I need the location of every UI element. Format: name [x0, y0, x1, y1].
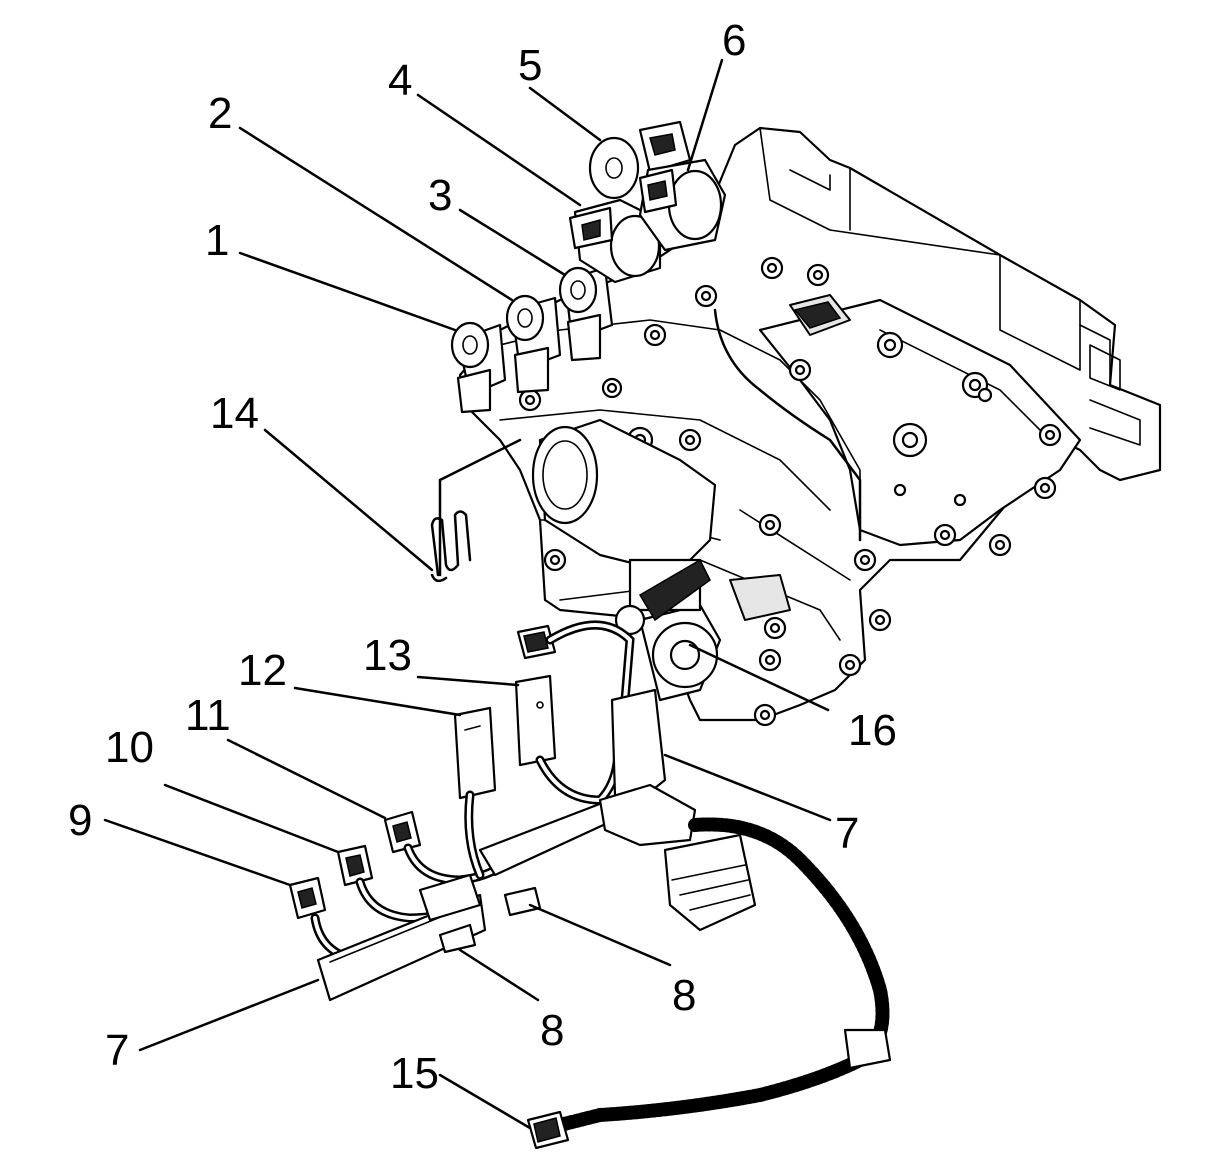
callout-16: 16 [848, 706, 897, 755]
callout-15: 15 [390, 1049, 439, 1098]
main-connector [663, 833, 757, 932]
callout-14: 14 [210, 389, 259, 438]
solenoid-16 [638, 574, 791, 702]
callout-3: 3 [428, 171, 452, 220]
bolt-holes [518, 256, 1062, 727]
leader-lines [103, 58, 832, 1130]
callout-6: 6 [722, 16, 746, 65]
callout-10: 10 [105, 723, 154, 772]
callout-8-left: 8 [540, 1006, 564, 1055]
solenoid-3 [558, 266, 614, 362]
connector-12 [453, 706, 497, 800]
solenoid-4 [568, 198, 662, 284]
carrier-7-left [316, 893, 487, 1002]
solenoid-1 [450, 321, 507, 414]
callout-4: 4 [388, 56, 412, 105]
tab-8b [503, 886, 542, 917]
solenoid-2 [505, 294, 562, 394]
callout-9: 9 [68, 796, 92, 845]
callout-7-right: 7 [835, 809, 859, 858]
wiring-harness [288, 620, 892, 1150]
callout-7-left: 7 [105, 1026, 129, 1075]
callout-labels: 1 2 3 4 5 6 7 7 8 8 9 10 11 12 13 14 15 … [68, 16, 897, 1098]
callout-2: 2 [208, 89, 232, 138]
callout-8-right: 8 [672, 971, 696, 1020]
callout-12: 12 [238, 646, 287, 695]
callout-13: 13 [363, 631, 412, 680]
tab-8a [438, 923, 477, 954]
carrier-7-right [610, 688, 667, 802]
solenoid-5 [588, 120, 692, 200]
solenoid-6 [638, 158, 727, 252]
connector-13 [514, 674, 557, 767]
callout-11: 11 [185, 691, 231, 740]
callout-5: 5 [518, 41, 542, 90]
pressure-control-solenoid [531, 418, 717, 636]
callout-1: 1 [205, 216, 229, 265]
clip-14 [430, 510, 472, 583]
